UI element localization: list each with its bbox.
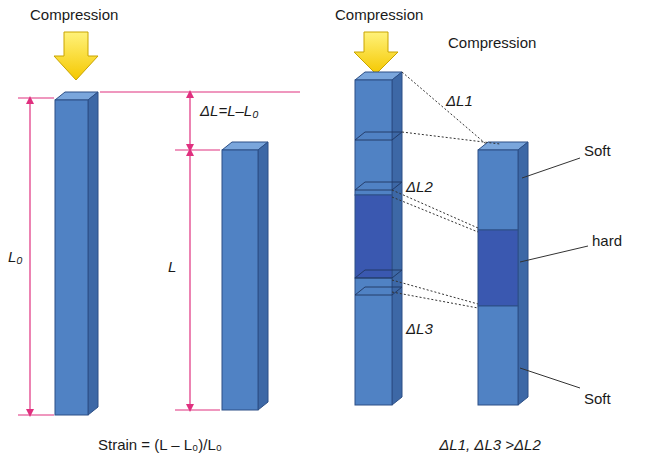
dimension-label: L₀: [8, 248, 23, 265]
formula-caption: Strain = (L – L₀)/L₀: [98, 436, 222, 453]
projection-lines: [392, 72, 500, 308]
material-label: Soft: [584, 390, 611, 407]
compressed-layered-bar: [478, 142, 528, 405]
dimension-label: ΔL3: [406, 320, 433, 337]
state-label: Compression: [448, 34, 536, 51]
leader-lines: [520, 158, 588, 388]
dimension-label: ΔL1: [446, 92, 473, 109]
dimension-label: ΔL2: [406, 178, 433, 195]
dimension-label: ΔL=L–L₀: [200, 102, 259, 119]
column-bar: [55, 92, 98, 415]
compressed-bar: [222, 142, 268, 410]
arrow-label: Compression: [30, 6, 118, 23]
compression-arrow: [54, 32, 398, 80]
material-label: hard: [592, 232, 622, 249]
arrow-label: Compression: [335, 6, 423, 23]
dimension-lines: [18, 92, 300, 415]
layered-bar: [355, 72, 402, 405]
compressed-outlines: [355, 132, 402, 295]
comparison-caption: ΔL1, ΔL3 >ΔL2: [439, 436, 541, 453]
material-label: Soft: [584, 142, 611, 159]
dimension-label: L: [168, 258, 176, 275]
